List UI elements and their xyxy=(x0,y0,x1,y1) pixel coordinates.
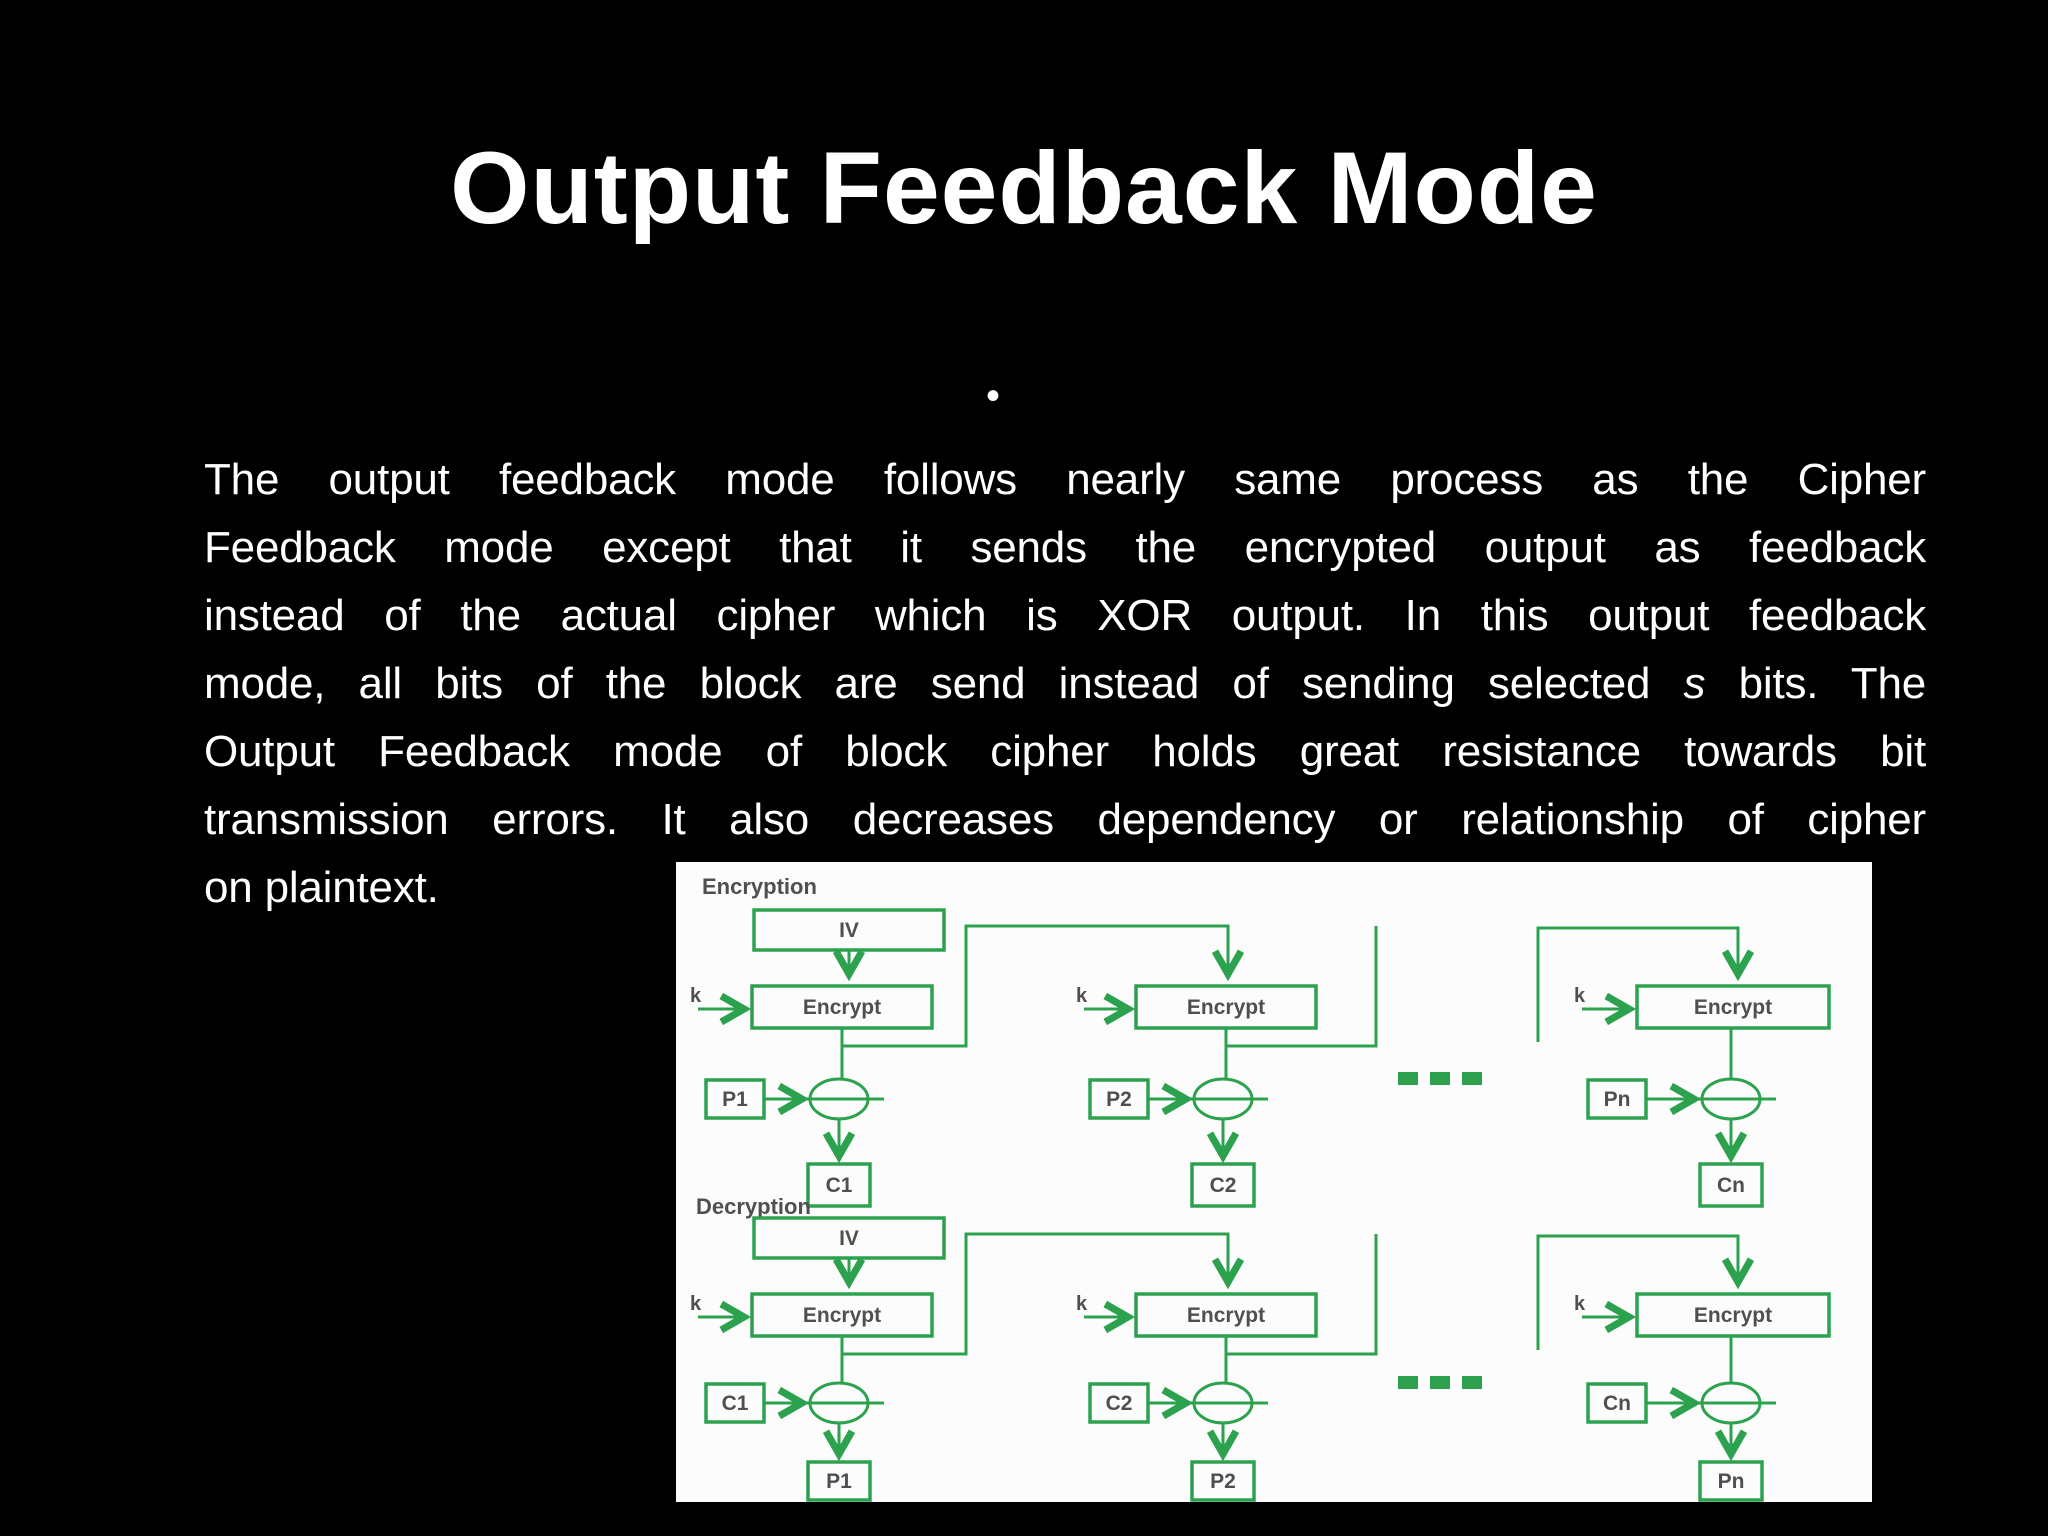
dec-encryptn-box xyxy=(1635,1292,1831,1338)
decn-feedback-loop xyxy=(1536,1234,1755,1350)
dec-iv-label: IV xyxy=(839,1227,859,1250)
enc-keyn-label: k xyxy=(1574,985,1586,1007)
paragraph-line: Output Feedback mode of block cipher hol… xyxy=(204,727,1926,776)
dec-encrypt2-label: Encrypt xyxy=(1187,1304,1265,1327)
ofb-diagram: Encryption IV Encrypt k P1 C1 Encrypt k … xyxy=(676,862,1872,1502)
enc-cn-box xyxy=(1698,1162,1764,1208)
paragraph-line: mode, all bits of the block are send ins… xyxy=(204,650,1926,718)
encn-feedback-loop xyxy=(1536,926,1755,1042)
enc-c2-box xyxy=(1190,1162,1256,1208)
paragraph-line: transmission errors. It also decreases d… xyxy=(204,795,1926,844)
paragraph-line: on plaintext. xyxy=(204,863,439,912)
enc-ellipsis-dashes xyxy=(1398,1072,1482,1085)
enc-key2-label: k xyxy=(1076,985,1088,1007)
decryption-section-label: Decryption xyxy=(696,1194,811,1219)
dec-p2-box xyxy=(1190,1460,1256,1502)
paragraph-line: The output feedback mode follows nearly … xyxy=(204,455,1926,504)
dec-c1-label: C1 xyxy=(722,1392,749,1415)
dec-encryptn-label: Encrypt xyxy=(1694,1304,1772,1327)
enc-p1-label: P1 xyxy=(722,1088,748,1111)
diagram-background xyxy=(676,862,1872,1502)
slide-title: Output Feedback Mode xyxy=(450,131,1598,245)
enc-iv-label: IV xyxy=(839,919,859,942)
enc-cn-label: Cn xyxy=(1717,1174,1745,1197)
dec-c2-label: C2 xyxy=(1106,1392,1133,1415)
body-paragraph: The output feedback mode follows nearly … xyxy=(204,446,1926,922)
enc-encryptn-box xyxy=(1635,984,1831,1030)
dec-pn-label: Pn xyxy=(1718,1470,1745,1493)
enc-c1-box xyxy=(806,1162,872,1208)
line4-post: bits. The xyxy=(1705,659,1927,708)
dec-cn-label: Cn xyxy=(1603,1392,1631,1415)
bullet-dot: • xyxy=(986,374,1001,418)
enc1-feedback-line xyxy=(842,924,1245,1048)
dec-key1-label: k xyxy=(690,1293,702,1315)
line4-pre: mode, all bits of the block are send ins… xyxy=(204,659,1684,708)
dec-keyn-label: k xyxy=(1574,1293,1586,1315)
dec-p2-label: P2 xyxy=(1210,1470,1236,1493)
enc-encryptn-label: Encrypt xyxy=(1694,996,1772,1019)
dec-key2-label: k xyxy=(1076,1293,1088,1315)
dec2-feedback-riser xyxy=(1226,1234,1378,1356)
line4-italic-s: s xyxy=(1683,659,1706,708)
encryption-section-label: Encryption xyxy=(702,874,817,899)
dec-encrypt1-label: Encrypt xyxy=(803,1304,881,1327)
enc-key1-label: k xyxy=(690,985,702,1007)
dec-p1-box xyxy=(806,1460,872,1502)
dec-ellipsis-dashes xyxy=(1398,1376,1482,1389)
enc-pn-label: Pn xyxy=(1604,1088,1631,1111)
enc-encrypt1-label: Encrypt xyxy=(803,996,881,1019)
paragraph-line: instead of the actual cipher which is XO… xyxy=(204,591,1926,640)
paragraph-line: Feedback mode except that it sends the e… xyxy=(204,523,1926,572)
dec-p1-label: P1 xyxy=(826,1470,852,1493)
dec-pn-box xyxy=(1698,1460,1764,1502)
enc2-feedback-riser xyxy=(1226,926,1378,1048)
enc-c2-label: C2 xyxy=(1210,1174,1237,1197)
enc-c1-label: C1 xyxy=(826,1174,853,1197)
enc-encrypt2-label: Encrypt xyxy=(1187,996,1265,1019)
enc-p2-label: P2 xyxy=(1106,1088,1132,1111)
dec1-feedback-line xyxy=(842,1232,1245,1356)
